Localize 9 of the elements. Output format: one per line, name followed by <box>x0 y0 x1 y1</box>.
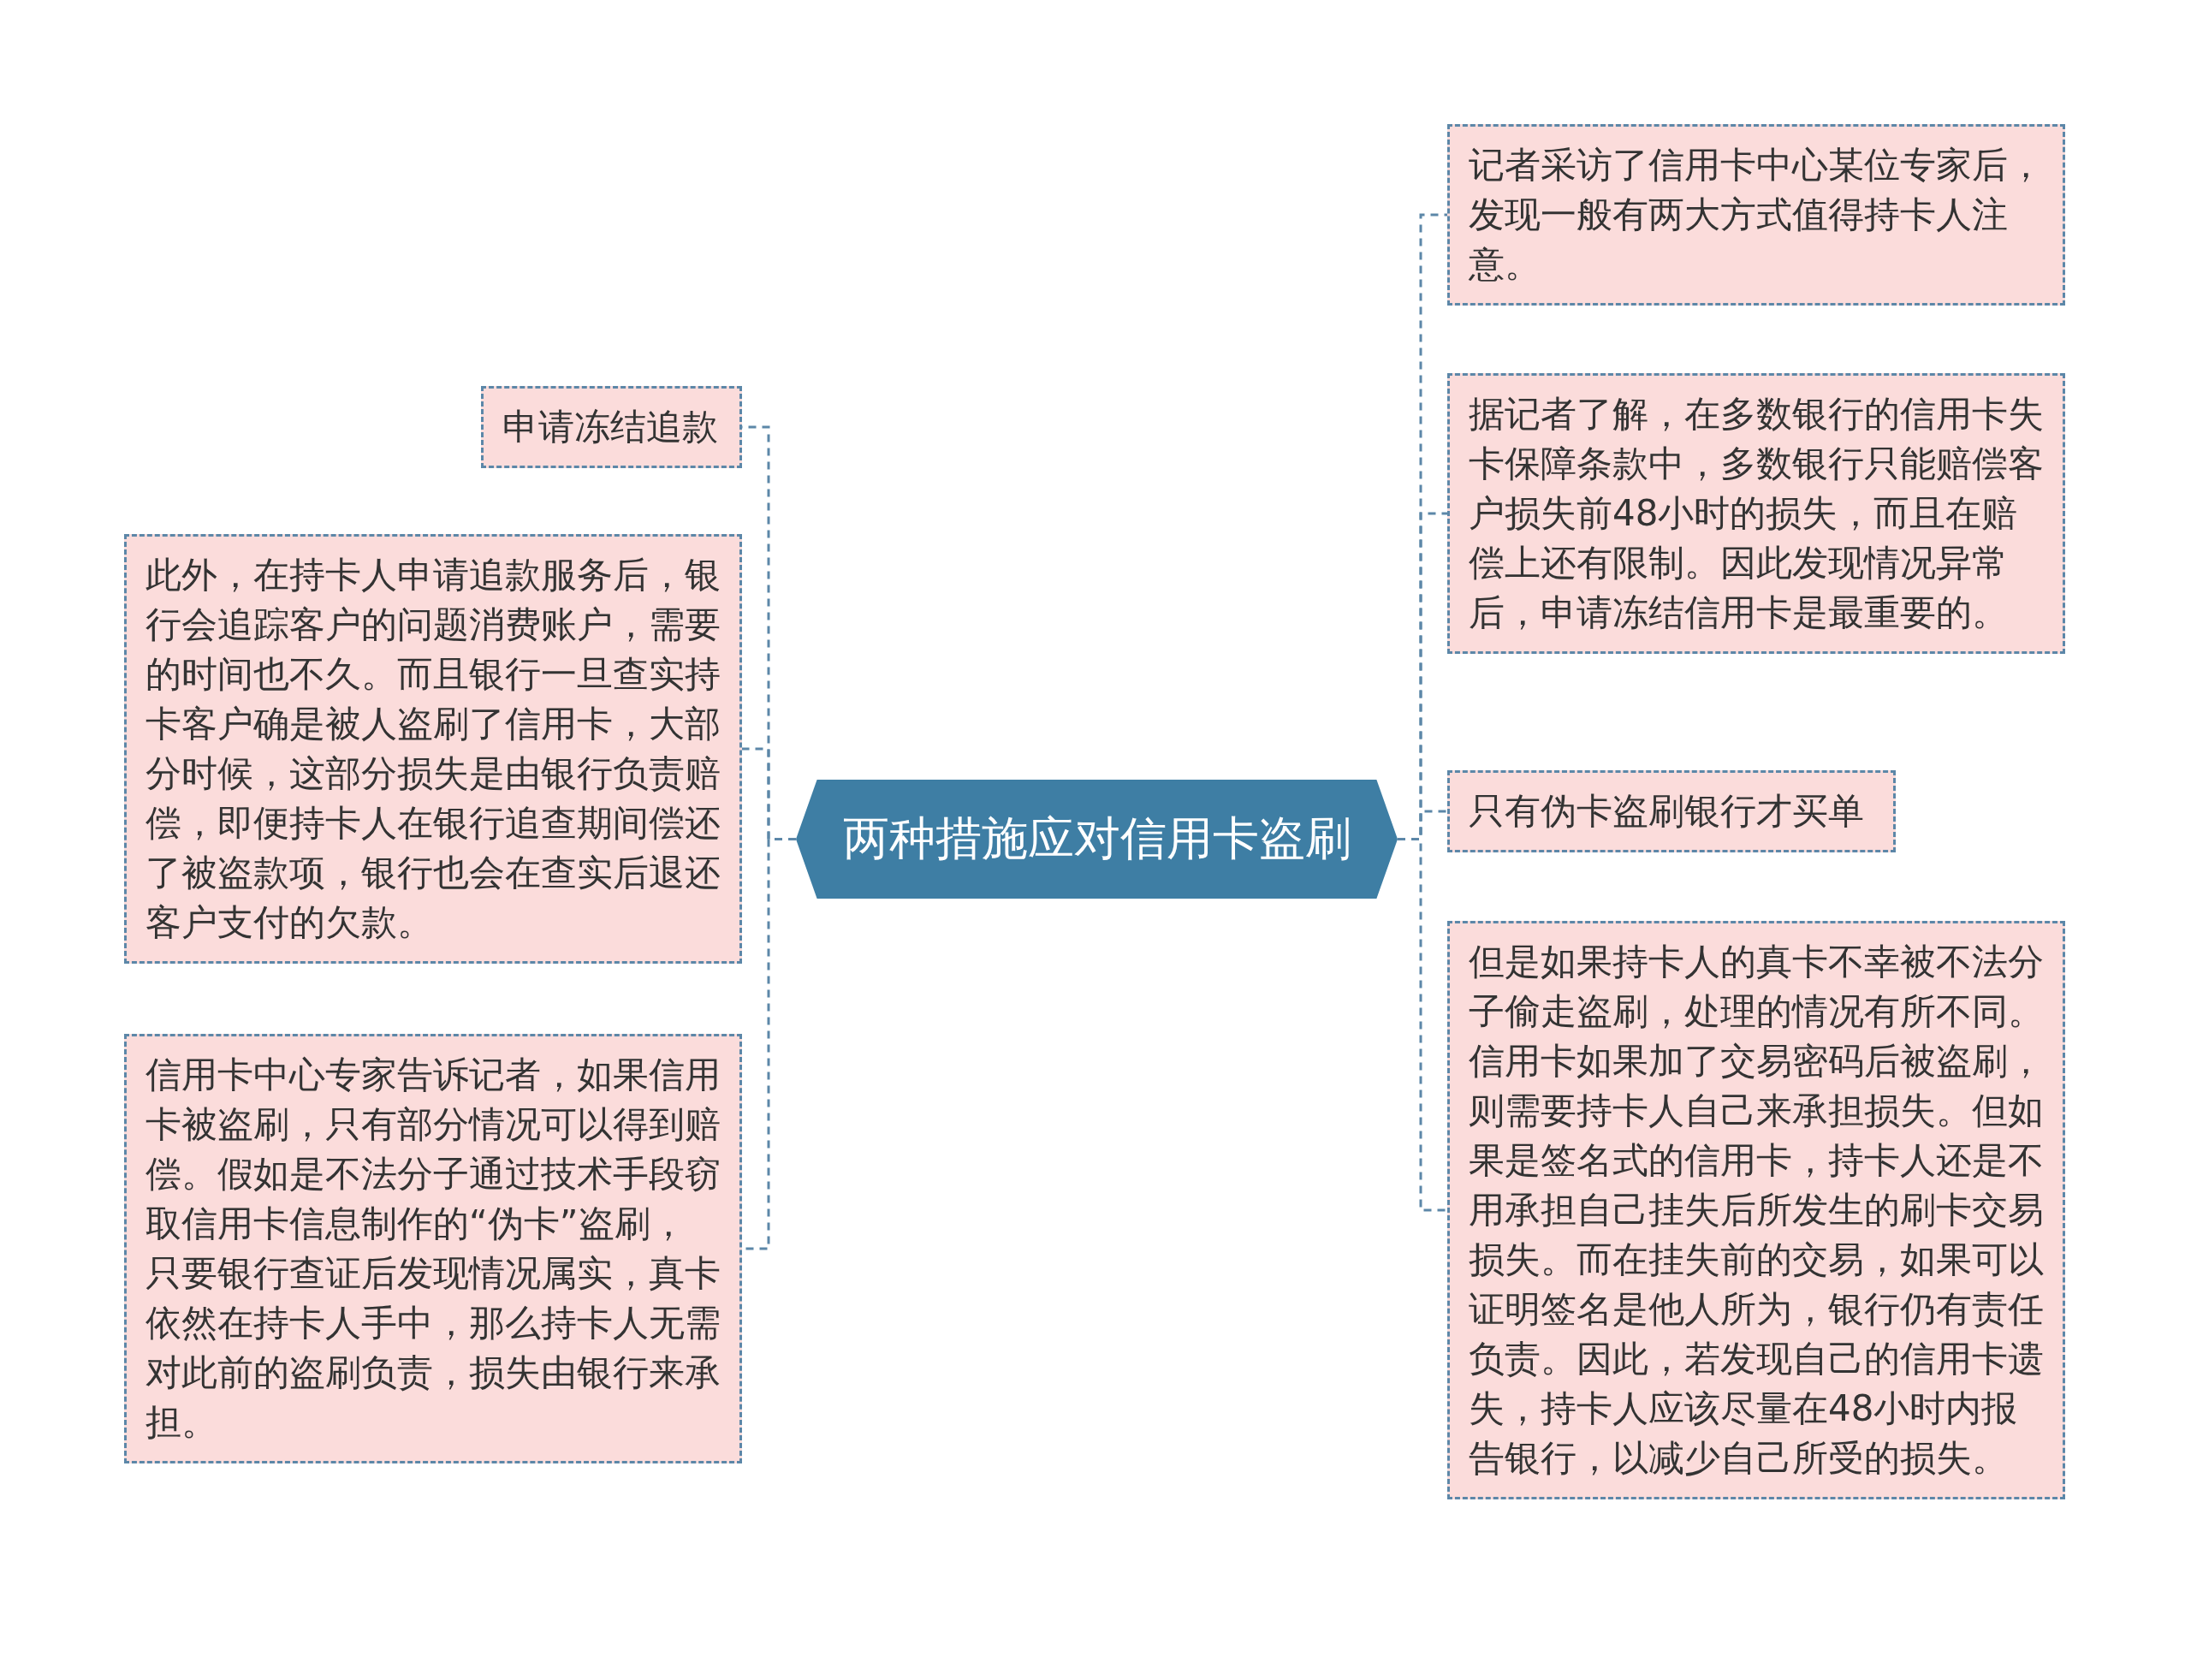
topic-box: 只有伪卡盗刷银行才买单 <box>1447 770 1896 852</box>
topic-box: 记者采访了信用卡中心某位专家后，发现一般有两大方式值得持卡人注意。 <box>1447 124 2065 306</box>
topic-box: 信用卡中心专家告诉记者，如果信用卡被盗刷，只有部分情况可以得到赔偿。假如是不法分子通过技术手段窃取信用卡信息制作的“伪卡”盗刷，只要银行查证后发现情况属实，真卡依然在持卡人手中，那么持卡人无需对此前的盗刷负责，损失由银行来承担。 <box>124 1034 742 1463</box>
topic-box: 但是如果持卡人的真卡不幸被不法分子偷走盗刷，处理的情况有所不同。信用卡如果加了交易密码后被盗刷，则需要持卡人自己来承担损失。但如果是签名式的信用卡，持卡人还是不用承担自己挂失后所发生的刷卡交易损失。而在挂失前的交易，如果可以证明签名是他人所为，银行仍有责任负责。因此，若发现自己的信用卡遗失，持卡人应该尽量在48小时内报告银行，以减少自己所受的损失。 <box>1447 921 2065 1499</box>
connector <box>1398 838 1447 1212</box>
topic-box: 申请冻结追款 <box>481 386 742 468</box>
topic-box: 此外，在持卡人申请追款服务后，银行会追踪客户的问题消费账户，需要的时间也不久。而且银行一旦查实持卡客户确是被人盗刷了信用卡，大部分时候，这部分损失是由银行负责赔偿，即便持卡人在银行追查期间偿还了被盗款项，银行也会在查实后退还客户支付的欠款。 <box>124 534 742 964</box>
topic-box: 据记者了解，在多数银行的信用卡失卡保障条款中，多数银行只能赔偿客户损失前48小时的损失，而且在赔偿上还有限制。因此发现情况异常后，申请冻结信用卡是最重要的。 <box>1447 373 2065 654</box>
central-topic: 两种措施应对信用卡盗刷 <box>796 780 1398 899</box>
